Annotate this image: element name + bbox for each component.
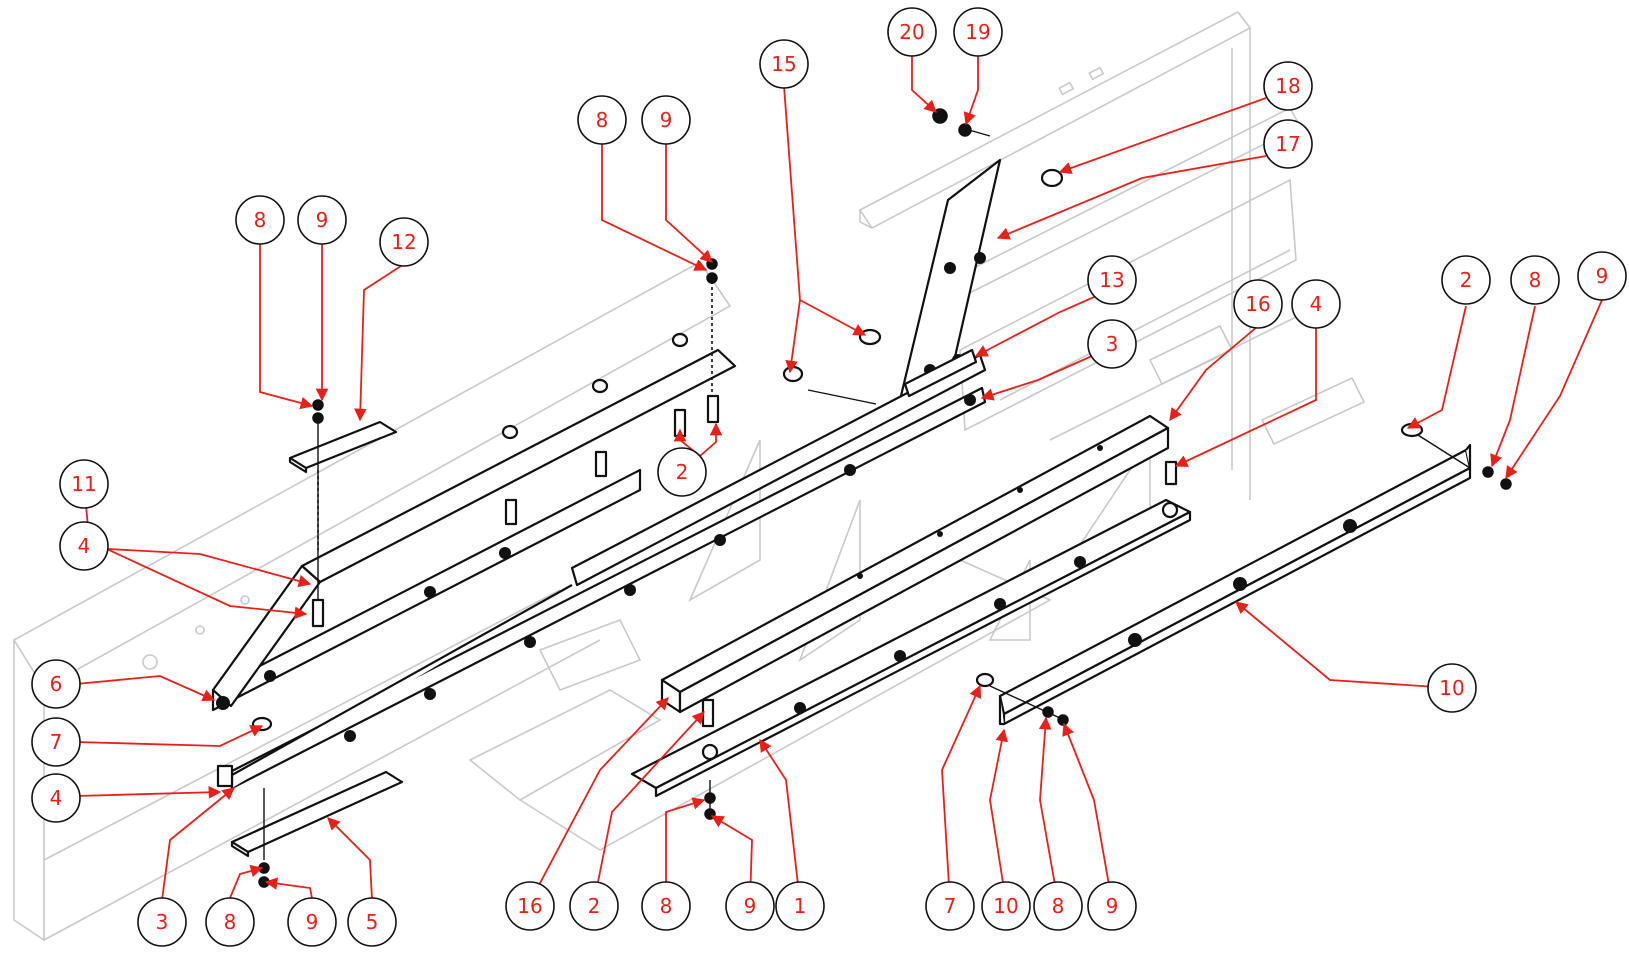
svg-text:15: 15 [771,52,796,76]
svg-text:8: 8 [660,894,673,918]
callout: 3 [137,897,187,947]
svg-text:17: 17 [1275,132,1300,156]
callout: 8 [1033,881,1083,931]
callout: 2 [1441,255,1491,305]
svg-text:4: 4 [1310,292,1323,316]
svg-text:4: 4 [50,786,63,810]
svg-text:11: 11 [71,472,96,496]
callout: 4 [59,521,109,571]
callout: 4 [1291,279,1341,329]
callout: 5 [347,897,397,947]
callout: 9 [297,195,347,245]
callout: 9 [287,897,337,947]
svg-text:1: 1 [794,894,807,918]
angle-bar-3 [228,353,987,790]
svg-text:8: 8 [254,208,267,232]
callout: 9 [725,881,775,931]
svg-text:4: 4 [78,534,91,558]
callout: 6 [31,659,81,709]
callout: 8 [641,881,691,931]
svg-text:9: 9 [306,910,319,934]
plate-12 [288,420,398,474]
svg-text:9: 9 [744,894,757,918]
svg-text:2: 2 [676,460,689,484]
flat-bar-1 [630,498,1192,798]
svg-text:8: 8 [224,910,237,934]
callout: 9 [1577,251,1627,301]
callout: 15 [759,39,809,89]
parts [211,108,1512,888]
callout: 16 [1233,279,1283,329]
svg-text:12: 12 [391,230,416,254]
callout: 10 [1427,663,1477,713]
bar-13 [903,348,978,398]
fasteners [216,108,1512,888]
callout: 3 [1087,319,1137,369]
callout: 8 [577,95,627,145]
svg-text:9: 9 [1106,894,1119,918]
callout: 13 [1087,255,1137,305]
callout: 4 [31,773,81,823]
callout: 7 [31,717,81,767]
svg-text:8: 8 [1529,268,1542,292]
callout: 17 [1263,119,1313,169]
callout: 2 [657,447,707,497]
callout: 12 [379,217,429,267]
svg-text:9: 9 [660,108,673,132]
svg-text:7: 7 [944,894,957,918]
angle-bar-10 [998,443,1472,726]
callout: 9 [641,95,691,145]
callout: 8 [235,195,285,245]
callout: 11 [59,459,109,509]
callout: 18 [1263,61,1313,111]
svg-text:9: 9 [1596,264,1609,288]
svg-text:5: 5 [366,910,379,934]
callout: 16 [505,881,555,931]
svg-text:3: 3 [1106,332,1119,356]
svg-text:3: 3 [156,910,169,934]
callout: 8 [1510,255,1560,305]
svg-text:16: 16 [517,894,542,918]
plate-5 [230,770,404,858]
svg-text:20: 20 [899,20,924,44]
callout: 8 [205,897,255,947]
callouts: 20 19 15 18 17 8 9 8 9 12 13 16 4 2 8 9 … [31,7,1627,947]
svg-text:9: 9 [316,208,329,232]
svg-text:18: 18 [1275,74,1300,98]
svg-text:13: 13 [1099,268,1124,292]
angle-bar-11 [211,348,737,712]
square-tube-16 [660,414,1170,714]
svg-text:6: 6 [50,672,63,696]
callout: 2 [569,881,619,931]
svg-text:16: 16 [1245,292,1270,316]
svg-text:10: 10 [1439,676,1464,700]
callout: 19 [953,7,1003,57]
callout: 20 [887,7,937,57]
svg-text:19: 19 [965,20,990,44]
svg-text:2: 2 [1460,268,1473,292]
callout: 10 [981,881,1031,931]
callout: 9 [1087,881,1137,931]
callout: 7 [925,881,975,931]
svg-text:10: 10 [993,894,1018,918]
svg-text:2: 2 [588,894,601,918]
svg-text:8: 8 [596,108,609,132]
svg-text:7: 7 [50,730,63,754]
leader-lines [75,54,1603,903]
svg-text:8: 8 [1052,894,1065,918]
callout: 1 [775,881,825,931]
